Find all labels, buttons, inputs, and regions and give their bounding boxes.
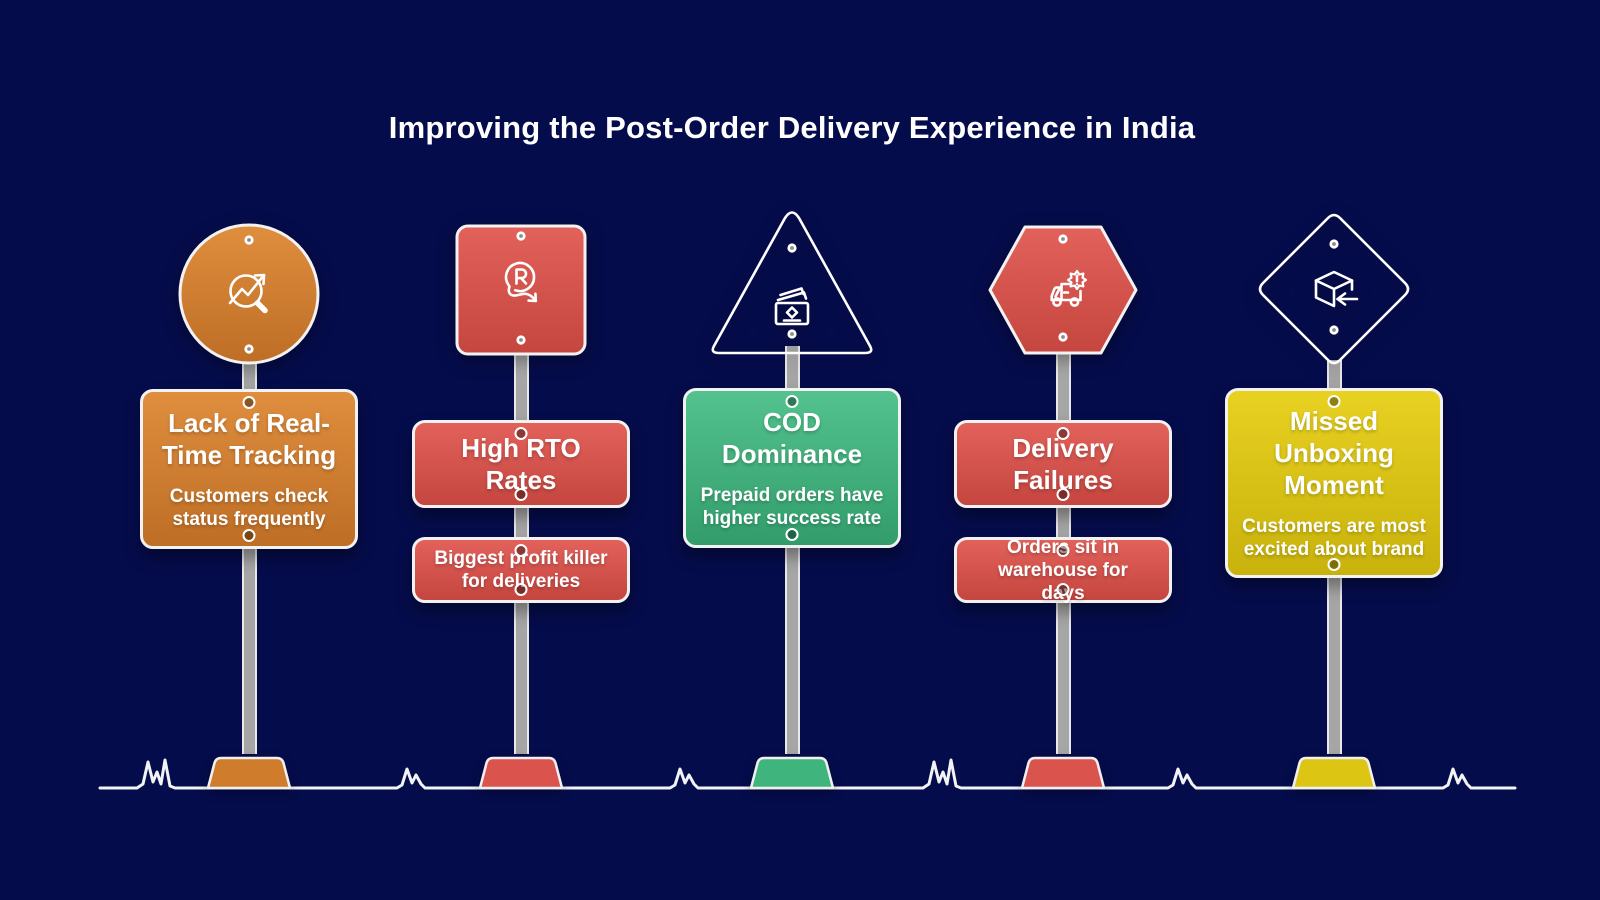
tracking-magnifier-trend-icon: [228, 273, 268, 314]
bolt-icon: [514, 488, 528, 501]
sign-title: High RTO Rates: [461, 433, 581, 495]
page-title: Improving the Post-Order Delivery Experi…: [388, 110, 1196, 145]
sign-subtitle: Customers check status frequently: [169, 486, 329, 530]
sign-title: COD Dominance: [721, 407, 863, 469]
bolt-icon: [514, 583, 528, 596]
bolt-icon: [1056, 427, 1070, 440]
bolt-icon: [1056, 488, 1070, 501]
sign-subtitle: Customers are most excited about brand: [1242, 516, 1426, 560]
sign-subtitle: Prepaid orders have higher success rate: [700, 485, 884, 529]
sign-subtitle: Biggest profit killer for deliveries: [434, 548, 608, 592]
triangle-sign-shape: [711, 211, 873, 355]
signpost-base: [749, 756, 835, 790]
sign-board-rto-subtitle: Biggest profit killer for deliveries: [412, 537, 630, 603]
sign-board-rto-title: High RTO Rates: [412, 420, 630, 508]
bolt-icon: [1327, 395, 1341, 408]
sign-title: Lack of Real-Time Tracking: [161, 408, 337, 470]
sign-title: Missed Unboxing Moment: [1274, 406, 1394, 500]
sign-title: Delivery Failures: [1012, 433, 1114, 495]
sign-board-delivery-subtitle: Orders sit in warehouse for days: [954, 537, 1172, 604]
delivery-truck-alert-icon: [1050, 269, 1088, 307]
sign-board-cod: COD Dominance Prepaid orders have higher…: [683, 388, 901, 548]
bolt-icon: [242, 396, 256, 409]
signpost-base: [478, 756, 564, 790]
signpost-base: [206, 756, 292, 790]
circle-sign-shape: [178, 223, 320, 365]
diamond-sign-shape: [1258, 213, 1410, 365]
bolt-icon: [242, 529, 256, 542]
sign-board-delivery-title: Delivery Failures: [954, 420, 1172, 508]
hexagon-sign-shape: [988, 225, 1138, 355]
bolt-icon: [785, 395, 799, 408]
signpost-base: [1291, 756, 1377, 790]
rupee-decline-icon: [504, 261, 538, 303]
bolt-icon: [1327, 558, 1341, 571]
bolt-icon: [514, 427, 528, 440]
square-sign-shape: [455, 224, 587, 356]
signpost-base: [1020, 756, 1106, 790]
cash-notes-icon: [774, 287, 810, 326]
package-return-icon: [1314, 270, 1359, 308]
bolt-icon: [1056, 583, 1070, 596]
bolt-icon: [514, 544, 528, 557]
bolt-icon: [785, 528, 799, 541]
sign-board-unboxing: Missed Unboxing Moment Customers are mos…: [1225, 388, 1443, 578]
sign-board-tracking: Lack of Real-Time Tracking Customers che…: [140, 389, 358, 549]
bolt-icon: [1056, 544, 1070, 557]
